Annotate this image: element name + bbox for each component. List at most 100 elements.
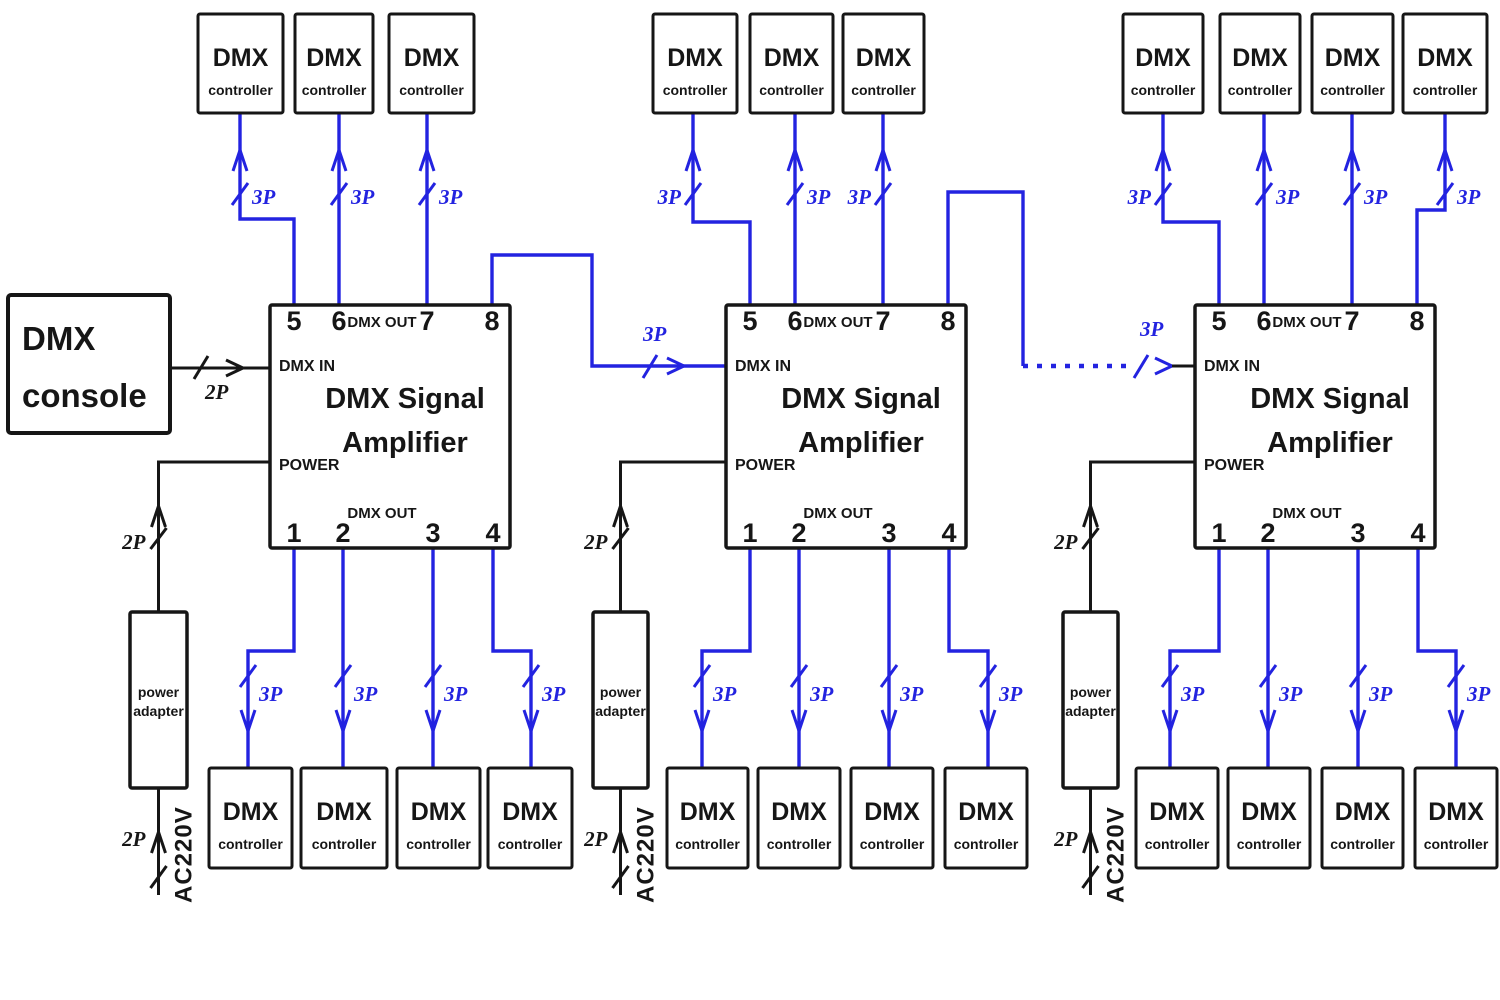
wire-label-3p: 3P xyxy=(998,682,1023,706)
dmx-controller-label-line1: DMX xyxy=(856,44,912,72)
port-number-top: 8 xyxy=(940,306,955,336)
dmx-controller-label-line2: controller xyxy=(851,82,916,98)
dmx-controller-label-line2: controller xyxy=(767,836,832,852)
arrow-up-icon xyxy=(786,145,804,172)
wire-label-3p: 3P xyxy=(1127,185,1152,209)
arrow-up-icon xyxy=(1082,827,1099,854)
port-number-top: 5 xyxy=(742,306,757,336)
power-wire xyxy=(1089,460,1195,612)
port-number-bottom: 4 xyxy=(485,518,500,548)
boxes-layer xyxy=(6,12,1499,870)
dmx-out-top-branch-wire xyxy=(238,113,296,305)
arrow-right-icon xyxy=(666,356,688,376)
port-number-bottom: 1 xyxy=(1211,518,1226,548)
amplifier-2-box xyxy=(724,303,968,550)
arrow-up-icon xyxy=(330,145,348,172)
arrow-down-icon xyxy=(790,709,808,736)
wire-slash-icon xyxy=(230,182,250,206)
dmx-out-top-branch-wire xyxy=(1161,113,1221,305)
amplifier-3-box xyxy=(1193,303,1437,550)
dmx-controller-label-line1: DMX xyxy=(667,44,723,72)
dmx-out-bottom-branch-wire xyxy=(491,548,533,768)
arrow-down-icon xyxy=(424,709,442,736)
dmx-controller-box xyxy=(1121,12,1205,115)
wire-slash-icon xyxy=(785,182,805,206)
arrow-down-icon xyxy=(334,709,352,736)
wire-label-3p: 3P xyxy=(1180,682,1205,706)
dmx-controller-box xyxy=(1413,766,1499,870)
dmx-controller-label-line2: controller xyxy=(663,82,728,98)
dmx-controller-label-line1: DMX xyxy=(411,798,467,826)
dmx-controller-box xyxy=(1320,766,1405,870)
arrow-up-icon xyxy=(418,145,436,172)
dmx-controller-label-line1: DMX xyxy=(316,798,372,826)
dmx-controller-box xyxy=(395,766,482,870)
port-number-top: 7 xyxy=(419,306,434,336)
dmx-out-top-branch-wire xyxy=(1415,113,1447,305)
dmx-out-bottom-label: DMX OUT xyxy=(803,505,872,522)
dmx-controller-box xyxy=(665,766,750,870)
wire-slash-icon xyxy=(611,527,630,550)
wire-label-3p: 3P xyxy=(1139,317,1164,341)
wire-slash-icon xyxy=(1160,664,1180,688)
wires-layer xyxy=(149,113,1466,895)
port-number-bottom: 3 xyxy=(881,518,896,548)
dmx-controller-label-line1: DMX xyxy=(764,44,820,72)
wire-slash-icon xyxy=(1435,182,1455,206)
dmx-controller-box xyxy=(1310,12,1395,115)
port-number-bottom: 1 xyxy=(742,518,757,548)
port-number-bottom: 2 xyxy=(335,518,350,548)
dmx-controller-label-line1: DMX xyxy=(1335,798,1391,826)
port-number-top: 7 xyxy=(1344,306,1359,336)
wire-slash-icon xyxy=(1081,865,1100,889)
wire-label-3p: 3P xyxy=(899,682,924,706)
dmx-controller-label-line2: controller xyxy=(1320,82,1385,98)
arrow-right-icon xyxy=(225,358,247,378)
wire-label-3p: 3P xyxy=(1363,185,1388,209)
wire-slash-icon xyxy=(641,354,659,379)
port-number-top: 8 xyxy=(1409,306,1424,336)
wire-slash-icon xyxy=(1153,182,1173,206)
wire-slash-icon xyxy=(238,664,258,688)
dmx-controller-box xyxy=(1218,12,1302,115)
power-adapter-label-line1: power xyxy=(138,684,180,700)
dmx-controller-label-line2: controller xyxy=(1228,82,1293,98)
ac-voltage-label: AC220V xyxy=(633,806,660,903)
wire-label-3p: 3P xyxy=(438,185,463,209)
dmx-controller-label-line1: DMX xyxy=(1325,44,1381,72)
wire-slash-icon xyxy=(873,182,893,206)
power-label: POWER xyxy=(279,457,340,474)
wire-label-3p: 3P xyxy=(1278,682,1303,706)
port-number-top: 7 xyxy=(875,306,890,336)
wire-slash-icon xyxy=(333,664,353,688)
wire-slash-icon xyxy=(417,182,437,206)
dmx-out-top-branch-wire xyxy=(691,113,752,305)
dmx-controller-box xyxy=(207,766,294,870)
dmx-controller-label-line2: controller xyxy=(312,836,377,852)
dmx-controller-box xyxy=(293,12,375,115)
port-number-bottom: 3 xyxy=(1350,518,1365,548)
dmx-controller-label-line2: controller xyxy=(1330,836,1395,852)
dmx-controller-box xyxy=(299,766,389,870)
wire-label-2p: 2P xyxy=(1053,827,1078,851)
wire-slash-icon xyxy=(611,865,630,889)
amplifier-name-line2: Amplifier xyxy=(798,427,924,459)
arrow-down-icon xyxy=(1259,709,1277,736)
dmx-controller-label-line1: DMX xyxy=(958,798,1014,826)
dmx-in-label: DMX IN xyxy=(735,358,791,375)
port-number-bottom: 1 xyxy=(286,518,301,548)
wire-slash-icon xyxy=(329,182,349,206)
power-wire xyxy=(619,460,726,612)
dmx-out-bottom-label: DMX OUT xyxy=(347,505,416,522)
amplifier-name-line2: Amplifier xyxy=(342,427,468,459)
dmx-controller-box xyxy=(1226,766,1312,870)
port-number-top: 5 xyxy=(1211,306,1226,336)
ac-voltage-label: AC220V xyxy=(1103,806,1130,903)
dmx-controller-box xyxy=(841,12,926,115)
dmx-controller-label-line1: DMX xyxy=(1241,798,1297,826)
dmx-controller-label-line1: DMX xyxy=(1135,44,1191,72)
port-number-bottom: 2 xyxy=(791,518,806,548)
port-number-bottom: 4 xyxy=(1410,518,1425,548)
arrow-up-icon xyxy=(150,501,167,528)
